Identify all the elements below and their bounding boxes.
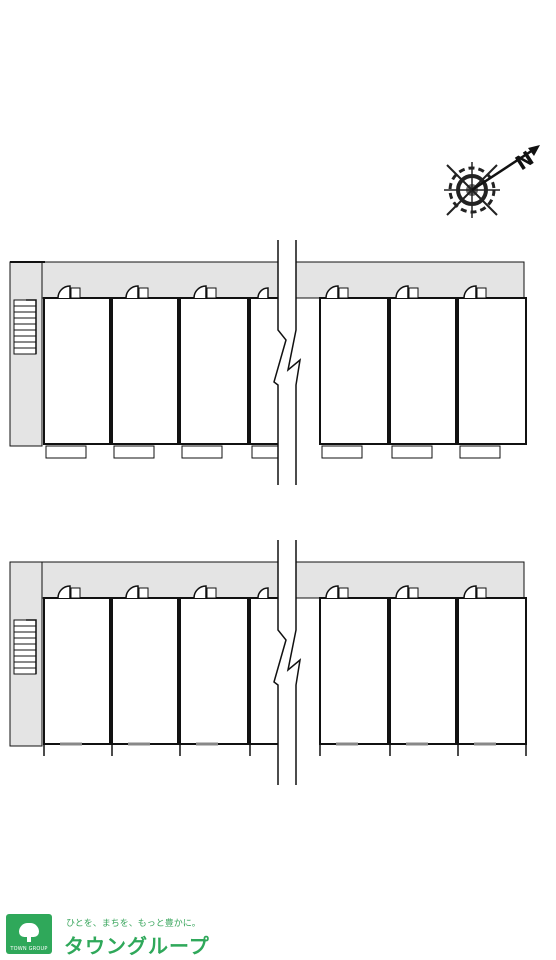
- unit: [179, 585, 249, 756]
- unit: [457, 585, 527, 756]
- door-icon: [325, 285, 339, 299]
- compass: N: [444, 145, 540, 218]
- door-icon: [257, 287, 269, 299]
- unit: [179, 285, 249, 459]
- town-group-logo: TOWN GROUP ひとを、まちを、もっと豊かに。 タウングループ: [0, 908, 300, 960]
- door-icon: [57, 285, 71, 299]
- door-icon: [257, 587, 269, 599]
- door-icon: [395, 285, 409, 299]
- door-icon: [325, 585, 339, 599]
- stairs: [13, 299, 37, 355]
- door-icon: [193, 285, 207, 299]
- logo-tagline: ひとを、まちを、もっと豊かに。: [66, 919, 201, 929]
- unit: [389, 285, 457, 459]
- site-plan: N: [9, 145, 540, 785]
- door-icon: [395, 585, 409, 599]
- unit: [389, 585, 457, 756]
- building-upper: [9, 240, 527, 485]
- tree-trunk-icon: [27, 935, 31, 942]
- tree-icon: [19, 923, 39, 937]
- compass-rose-icon: [444, 145, 540, 218]
- unit: [319, 585, 389, 756]
- unit: [457, 285, 527, 459]
- unit: [43, 285, 111, 459]
- break-line: [273, 240, 302, 485]
- break-line: [273, 540, 302, 785]
- unit: [319, 285, 389, 459]
- door-icon: [463, 285, 477, 299]
- logo-badge-text: TOWN GROUP: [10, 946, 48, 952]
- door-icon: [463, 585, 477, 599]
- stairs: [13, 619, 37, 675]
- door-icon: [193, 585, 207, 599]
- unit-partial: [249, 287, 281, 459]
- building-lower: [9, 540, 527, 785]
- door-icon: [125, 585, 139, 599]
- unit: [111, 285, 179, 459]
- door-icon: [57, 585, 71, 599]
- logo-badge: TOWN GROUP: [6, 914, 52, 954]
- unit: [111, 585, 179, 756]
- unit: [43, 585, 111, 756]
- door-icon: [125, 285, 139, 299]
- unit-partial: [249, 587, 281, 756]
- logo-brand-name: タウングループ: [64, 934, 210, 958]
